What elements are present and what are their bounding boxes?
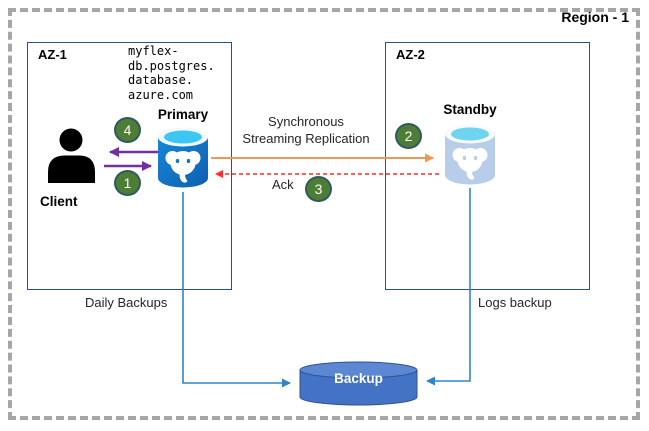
logs-backup-label: Logs backup: [478, 295, 552, 310]
step-badge-4: 4: [114, 117, 141, 143]
backup-node: Backup: [298, 361, 419, 406]
standby-label: Standby: [443, 102, 497, 117]
backup-label: Backup: [334, 371, 383, 386]
primary-backup-connector: [182, 192, 291, 388]
az2-box: AZ-2: [385, 42, 590, 290]
step-badge-1: 1: [114, 170, 141, 196]
primary-db-icon: [158, 127, 208, 188]
standby-backup-connector: [426, 188, 471, 386]
step-badge-3: 3: [305, 176, 332, 202]
step-number: 2: [404, 128, 413, 144]
az2-label: AZ-2: [396, 47, 425, 62]
ack-label: Ack: [272, 177, 294, 192]
region-label: Region - 1: [561, 9, 629, 25]
az1-label: AZ-1: [38, 47, 67, 62]
client-label: Client: [40, 194, 78, 209]
standby-db-icon: [445, 124, 495, 185]
az1-box: AZ-1: [27, 42, 232, 290]
client-icon: [48, 128, 95, 183]
backup-cylinder-icon: [299, 361, 418, 406]
step-badge-2: 2: [395, 123, 422, 149]
primary-hostname: myflex- db.postgres. database. azure.com: [128, 44, 215, 102]
region-boundary: [8, 8, 640, 420]
step-number: 4: [123, 122, 132, 138]
step-number: 1: [123, 175, 132, 191]
primary-label: Primary: [157, 107, 209, 122]
replication-label: Synchronous Streaming Replication: [242, 114, 370, 146]
step-number: 3: [314, 181, 323, 197]
daily-backups-label: Daily Backups: [85, 295, 168, 310]
